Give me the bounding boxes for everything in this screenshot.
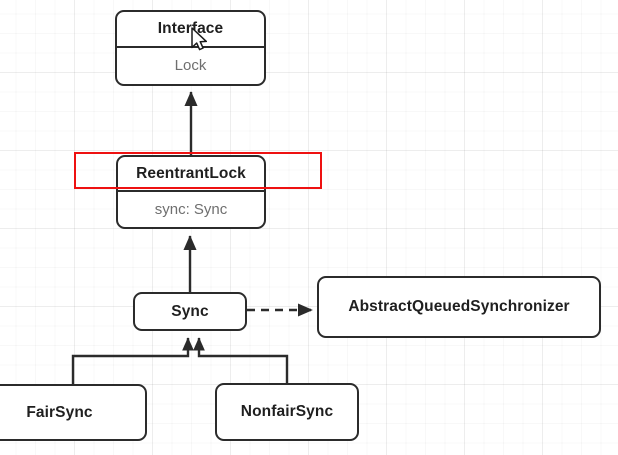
class-node-reentrantlock[interactable]: ReentrantLock sync: Sync: [116, 155, 266, 229]
fairsync-name-compartment: FairSync: [0, 386, 145, 439]
nonfairsync-name-compartment: NonfairSync: [217, 385, 357, 439]
aqs-name-label: AbstractQueuedSynchronizer: [348, 298, 570, 315]
reentrantlock-name-label: ReentrantLock: [136, 164, 246, 182]
sync-name-compartment: Sync: [135, 294, 245, 329]
reentrantlock-attribute-compartment: sync: Sync: [118, 192, 264, 227]
edge-nonfairsync-extends-sync: [193, 337, 289, 383]
reentrantlock-name-compartment: ReentrantLock: [118, 157, 264, 192]
edge-fairsync-extends-sync: [71, 337, 194, 384]
lock-name-compartment: Lock: [117, 48, 264, 84]
class-node-abstractqueuedsynchronizer[interactable]: AbstractQueuedSynchronizer: [317, 276, 601, 338]
class-node-lock[interactable]: Interface Lock: [115, 10, 266, 86]
sync-name-label: Sync: [171, 302, 209, 320]
fairsync-name-label: FairSync: [26, 403, 93, 421]
class-node-sync[interactable]: Sync: [133, 292, 247, 331]
lock-name-label: Lock: [174, 57, 207, 75]
nonfairsync-name-label: NonfairSync: [240, 403, 334, 420]
selection-highlight-rectangle: [74, 152, 322, 189]
lock-stereotype-compartment: Interface: [117, 12, 264, 48]
class-node-fairsync[interactable]: FairSync: [0, 384, 147, 441]
class-node-nonfairsync[interactable]: NonfairSync: [215, 383, 359, 441]
aqs-name-compartment: AbstractQueuedSynchronizer: [319, 278, 599, 336]
reentrantlock-attribute-label: sync: Sync: [154, 200, 228, 218]
lock-stereotype-label: Interface: [157, 20, 224, 37]
